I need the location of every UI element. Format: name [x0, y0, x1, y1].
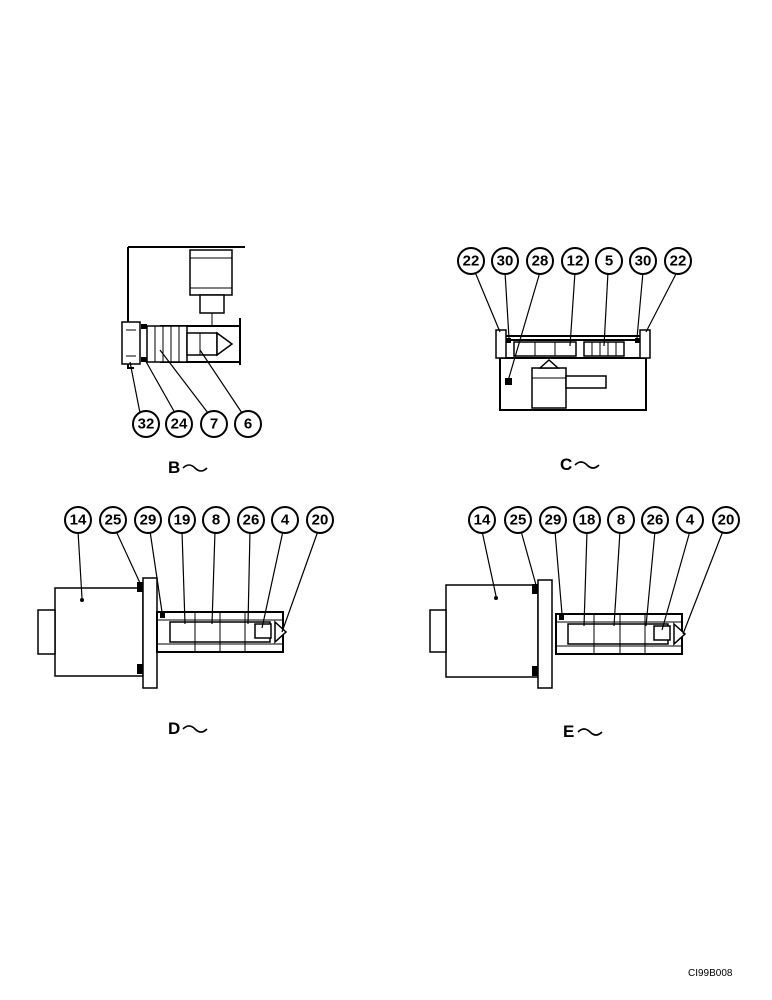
svg-text:20: 20	[718, 512, 735, 529]
part-bubble: 32	[132, 410, 160, 438]
svg-text:19: 19	[174, 512, 191, 529]
part-bubble: 20	[712, 506, 740, 534]
part-bubble: 5	[595, 247, 623, 275]
svg-text:4: 4	[686, 512, 695, 529]
svg-text:4: 4	[281, 512, 290, 529]
svg-text:6: 6	[244, 416, 252, 433]
part-bubble: 22	[457, 247, 485, 275]
part-bubble: 28	[526, 247, 554, 275]
part-bubble: 20	[306, 506, 334, 534]
view-e-label: E	[563, 722, 603, 741]
svg-text:8: 8	[212, 512, 220, 529]
view-d-drawing	[37, 530, 319, 689]
svg-text:E: E	[563, 722, 574, 741]
svg-text:26: 26	[647, 512, 664, 529]
part-bubble: 8	[607, 506, 635, 534]
drawing-code: CI99B008	[688, 968, 733, 979]
part-bubble: 14	[64, 506, 92, 534]
part-bubble: 14	[468, 506, 496, 534]
part-bubble: 18	[573, 506, 601, 534]
part-bubble: 7	[200, 410, 228, 438]
svg-text:24: 24	[171, 416, 188, 433]
svg-text:B: B	[168, 458, 180, 477]
svg-text:7: 7	[210, 416, 218, 433]
svg-text:26: 26	[243, 512, 260, 529]
view-b-drawing	[121, 246, 245, 414]
view-e-bubbles: 14 25 29 18 8 26 4 20	[468, 506, 740, 534]
part-bubble: 8	[202, 506, 230, 534]
part-bubble: 29	[134, 506, 162, 534]
svg-text:25: 25	[510, 512, 527, 529]
view-e-drawing	[429, 530, 724, 689]
view-b-bubbles: 32 24 7 6	[132, 410, 262, 438]
part-bubble: 4	[271, 506, 299, 534]
svg-text:5: 5	[605, 253, 613, 270]
part-bubble: 22	[664, 247, 692, 275]
view-d-bubbles: 14 25 29 19 8 26 4 20	[64, 506, 334, 534]
svg-text:20: 20	[312, 512, 329, 529]
part-bubble: 6	[234, 410, 262, 438]
svg-text:30: 30	[635, 253, 652, 270]
svg-text:32: 32	[138, 416, 155, 433]
part-bubble: 4	[676, 506, 704, 534]
view-c-drawing	[474, 271, 678, 411]
part-bubble: 24	[165, 410, 193, 438]
part-bubble: 12	[561, 247, 589, 275]
part-bubble: 25	[504, 506, 532, 534]
part-bubble: 30	[491, 247, 519, 275]
svg-text:29: 29	[140, 512, 157, 529]
part-bubble: 30	[629, 247, 657, 275]
svg-text:14: 14	[70, 512, 87, 529]
view-c-bubbles: 22 30 28 12 5 30 22	[457, 247, 692, 275]
svg-text:D: D	[168, 719, 180, 738]
part-bubble: 25	[99, 506, 127, 534]
view-d-label: D	[168, 719, 208, 738]
svg-text:28: 28	[532, 253, 549, 270]
svg-text:29: 29	[545, 512, 562, 529]
svg-text:C: C	[560, 455, 572, 474]
svg-text:8: 8	[617, 512, 625, 529]
svg-text:18: 18	[579, 512, 596, 529]
svg-text:22: 22	[463, 253, 480, 270]
svg-text:25: 25	[105, 512, 122, 529]
part-bubble: 29	[539, 506, 567, 534]
svg-text:22: 22	[670, 253, 687, 270]
svg-text:12: 12	[567, 253, 584, 270]
part-bubble: 26	[641, 506, 669, 534]
view-c-label: C	[560, 455, 600, 474]
svg-text:30: 30	[497, 253, 514, 270]
part-bubble: 26	[237, 506, 265, 534]
part-bubble: 19	[168, 506, 196, 534]
view-b-label: B	[168, 458, 208, 477]
svg-text:14: 14	[474, 512, 491, 529]
